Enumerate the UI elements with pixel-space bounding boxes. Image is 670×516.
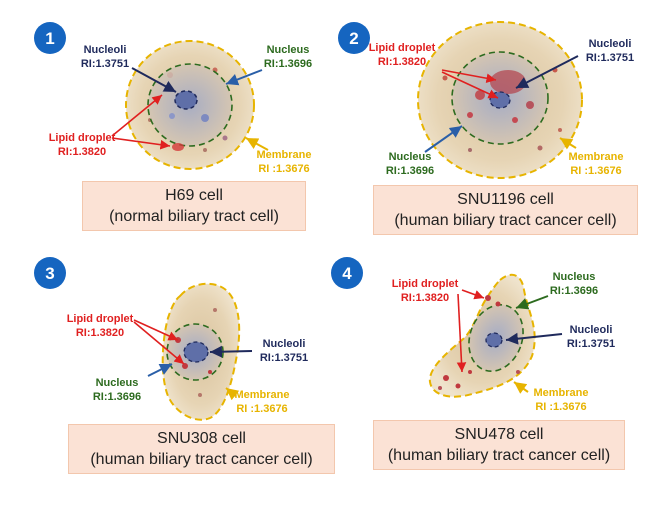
cell-image	[428, 273, 536, 398]
membrane-label: Membrane	[256, 149, 311, 161]
nucleus-outline	[147, 63, 233, 147]
nucleus-ri: RI:1.3696	[386, 165, 434, 177]
lipid-label: Lipid droplet	[49, 132, 116, 144]
lipid-ri: RI:1.3820	[401, 292, 449, 304]
lipid-droplet	[490, 70, 526, 94]
panel-4: 4 Lipid droplet RI:1.3820 Nucleus RI:1.3…	[331, 257, 615, 413]
panel-badge	[34, 22, 66, 54]
nucleoli-label: Nucleoli	[570, 324, 613, 336]
caption-cell-type: (human biliary tract cancer cell)	[90, 451, 313, 468]
panel-2: 2 Lipid droplet RI:1.3820 Nucleoli RI:1.…	[338, 21, 634, 179]
nucleus-label: Nucleus	[553, 271, 596, 283]
lipid-label: Lipid droplet	[67, 313, 134, 325]
lipid-ri: RI:1.3820	[76, 327, 124, 339]
caption-cell-name: SNU308 cell	[157, 430, 246, 447]
nucleoli-label: Nucleoli	[589, 38, 632, 50]
panel-number: 3	[45, 264, 54, 283]
nucleus-ri: RI:1.3696	[264, 58, 312, 70]
caption-panel-1: H69 cell (normal biliary tract cell)	[82, 181, 306, 231]
membrane-ri: RI :1.3676	[236, 403, 287, 415]
caption-cell-type: (human biliary tract cancer cell)	[394, 212, 617, 229]
lipid-label: Lipid droplet	[392, 278, 459, 290]
panel-number: 2	[349, 29, 358, 48]
caption-panel-3: SNU308 cell (human biliary tract cancer …	[68, 424, 335, 474]
nucleoli-label: Nucleoli	[84, 44, 127, 56]
membrane-ri: RI :1.3676	[570, 165, 621, 177]
membrane-label: Membrane	[234, 389, 289, 401]
caption-cell-name: SNU1196 cell	[457, 191, 554, 208]
panel-number: 4	[342, 264, 352, 283]
lipid-droplet	[485, 295, 491, 301]
panel-3: 3 Lipid droplet RI:1.3820 Nucleoli RI:1.…	[34, 257, 308, 421]
caption-cell-name: H69 cell	[165, 187, 223, 204]
panel-badge	[331, 257, 363, 289]
nucleoli-outline	[183, 341, 209, 363]
lipid-label: Lipid droplet	[369, 42, 436, 54]
nucleus-outline	[451, 51, 549, 145]
nucleus-outline	[468, 304, 524, 372]
panel-badge	[338, 22, 370, 54]
nucleus-label: Nucleus	[267, 44, 310, 56]
nucleus-label: Nucleus	[96, 377, 139, 389]
nucleoli-outline	[174, 90, 198, 110]
caption-cell-type: (normal biliary tract cell)	[109, 208, 279, 225]
nucleus-label: Nucleus	[389, 151, 432, 163]
cell-image	[417, 21, 583, 179]
lipid-ri: RI:1.3820	[58, 146, 106, 158]
cell-image	[161, 282, 241, 421]
nucleus-ri: RI:1.3696	[550, 285, 598, 297]
nucleus-ri: RI:1.3696	[93, 391, 141, 403]
caption-panel-2: SNU1196 cell (human biliary tract cancer…	[373, 185, 638, 235]
lipid-droplet	[172, 143, 184, 151]
nucleoli-ri: RI:1.3751	[81, 58, 129, 70]
caption-cell-name: SNU478 cell	[454, 426, 544, 443]
lipid-ri: RI:1.3820	[378, 56, 426, 68]
nucleoli-ri: RI:1.3751	[586, 52, 634, 64]
nucleoli-ri: RI:1.3751	[567, 338, 615, 350]
caption-panel-4: SNU478 cell (human biliary tract cancer …	[373, 420, 625, 470]
membrane-ri: RI :1.3676	[535, 401, 586, 413]
cell-image	[125, 40, 255, 170]
nucleoli-outline	[485, 332, 503, 348]
nucleoli-ri: RI:1.3751	[260, 352, 308, 364]
membrane-label: Membrane	[533, 387, 588, 399]
nucleoli-outline	[489, 91, 511, 109]
panel-number: 1	[45, 29, 54, 48]
membrane-ri: RI :1.3676	[258, 163, 309, 175]
membrane-label: Membrane	[568, 151, 623, 163]
nucleoli-label: Nucleoli	[263, 338, 306, 350]
caption-cell-type: (human biliary tract cancer cell)	[387, 447, 611, 464]
panel-1: 1 Nucleoli RI:1.3751 Nucleus RI:1.3696 L…	[34, 22, 312, 175]
panel-badge	[34, 257, 66, 289]
